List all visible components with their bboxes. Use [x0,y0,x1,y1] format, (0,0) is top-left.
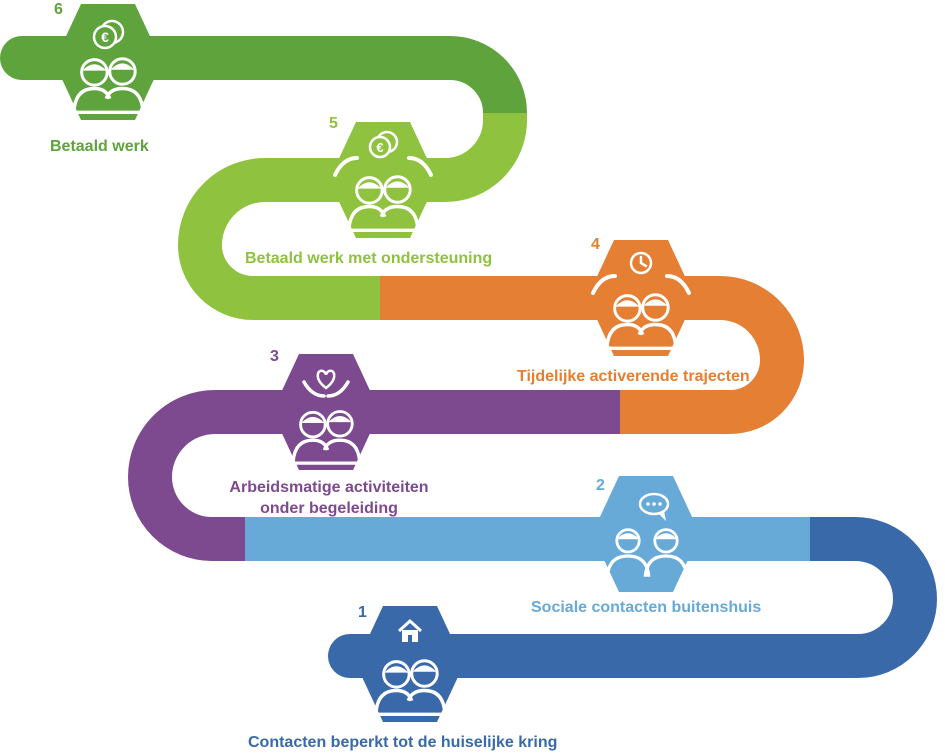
clock-icon [629,251,653,275]
step-3-title: Arbeidsmatige activiteiten onder begelei… [198,477,460,519]
step-5-badge: € [329,122,437,238]
euro-coins-icon: € [92,19,125,50]
step-5-number: 5 [329,115,338,132]
step-1-number: 1 [358,604,367,621]
step-4-title: Tijdelijke activerende trajecten [517,368,750,385]
person-right [643,528,689,577]
road-segment-3 [128,390,620,561]
step-2-title: Sociale contacten buitenshuis [531,599,762,616]
step-3-title-line1: Arbeidsmatige activiteiten [229,479,429,496]
step-2-badge [592,476,700,592]
euro-coins-icon: € [368,130,399,159]
step-3-title-line2: onder begeleiding [260,500,398,517]
step-1-title: Contacten beperkt tot de huiselijke krin… [248,734,558,751]
house-icon [397,619,423,642]
step-1-badge [356,606,464,722]
step-6-number: 6 [54,1,63,18]
road-segment-1 [350,517,937,678]
speech-bubble-icon [638,492,670,521]
step-2-number: 2 [596,477,605,494]
step-5-title: Betaald werk met ondersteuning [245,250,493,267]
road-segment-6 [0,36,527,135]
step-3-badge [272,354,380,470]
svg-text:€: € [376,140,383,155]
svg-text:€: € [101,29,109,45]
step-3-number: 3 [270,348,279,365]
heart-hands-icon [302,369,350,398]
step-6-title: Betaald werk [50,138,149,155]
step-6-badge: € [54,4,162,120]
road [0,36,937,678]
step-4-number: 4 [591,236,600,253]
road-segment-4 [380,276,804,434]
step-4-badge [587,240,695,356]
road-segment-5 [178,98,527,320]
